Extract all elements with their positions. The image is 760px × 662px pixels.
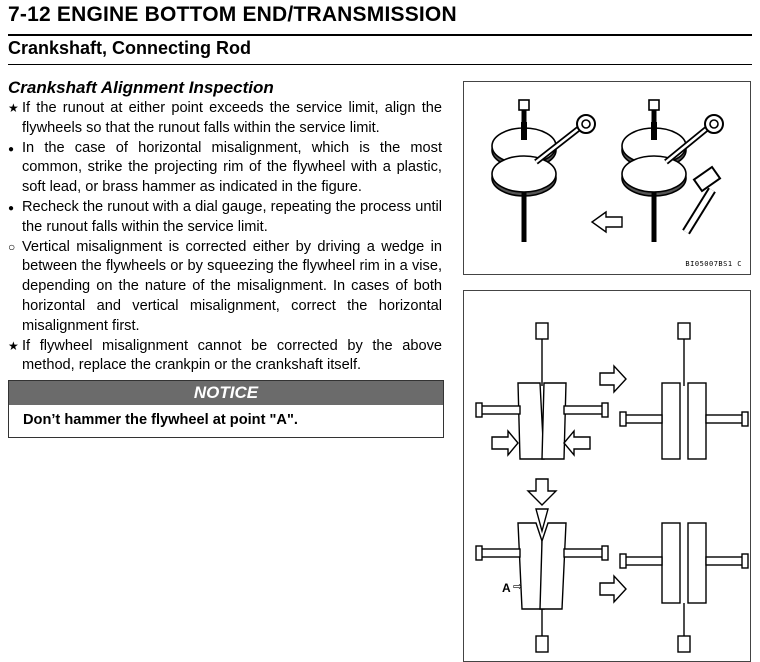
bullet-icon [8,198,22,219]
notice-heading: NOTICE [9,381,443,406]
crankshaft-illustration [491,99,724,242]
subsection-title: Crankshaft Alignment Inspection [8,78,274,97]
figure-crankshaft-hammer: BI05007BS1 C [463,81,751,275]
text-column: Crankshaft Alignment Inspection If the r… [8,78,444,439]
item-text: In the case of horizontal misalignment, … [22,139,442,196]
item-text: Vertical misalignment is corrected eithe… [22,238,442,334]
star-icon [8,337,22,357]
alignment-illustration [475,322,749,653]
star-icon [8,99,22,119]
bullet-icon [8,139,22,160]
item-text: If flywheel misalignment cannot be corre… [22,337,442,374]
list-item: If the runout at either point exceeds th… [8,99,442,139]
circle-icon [8,238,22,258]
notice-box: NOTICE Don’t hammer the flywheel at poin… [8,380,444,439]
figure-code: BI05007BS1 C [685,260,742,268]
item-text: Recheck the runout with a dial gauge, re… [22,198,442,235]
list-item: Recheck the runout with a dial gauge, re… [8,198,442,238]
list-item: Vertical misalignment is corrected eithe… [8,238,442,337]
point-a-label: A [502,581,511,595]
item-text: If the runout at either point exceeds th… [22,100,442,136]
chapter-title: 7-12 ENGINE BOTTOM END/TRANSMISSION [8,3,457,26]
header-rule [8,34,752,36]
point-a-arrow-icon: ⇨ [513,581,523,593]
list-item: In the case of horizontal misalignment, … [8,139,442,198]
notice-text: Don’t hammer the flywheel at point "A". [23,412,298,429]
section-rule [8,64,752,65]
section-title: Crankshaft, Connecting Rod [8,38,252,58]
list-item: If flywheel misalignment cannot be corre… [8,337,442,377]
figure-alignment-diagrams: A ⇨ [463,290,751,662]
